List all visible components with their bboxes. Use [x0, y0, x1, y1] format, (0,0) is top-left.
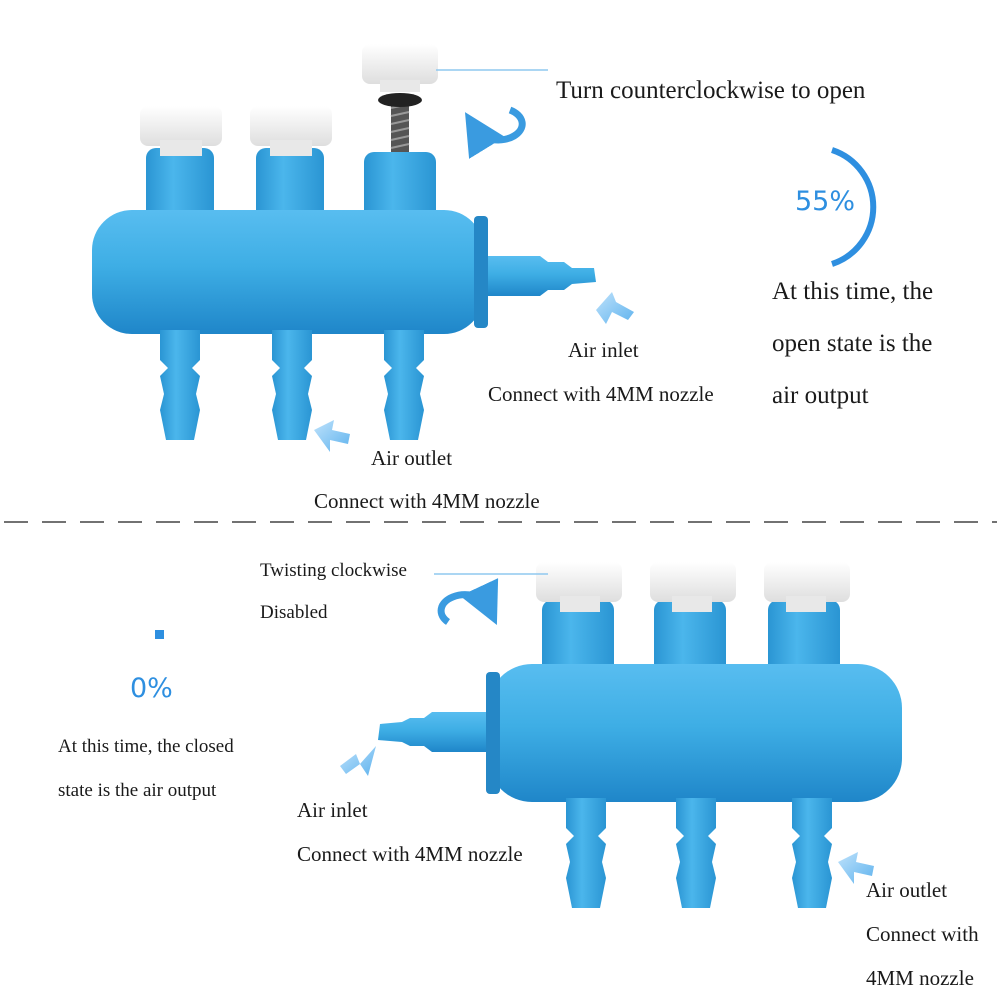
- pointer-arrow-icon: [596, 292, 634, 324]
- bottom-outlet-sub-line-2: 4MM nozzle: [866, 966, 974, 990]
- outlet-nozzle: [566, 798, 606, 908]
- knob: [362, 44, 438, 92]
- open-percent: 55%: [795, 186, 856, 217]
- closed-state-line-1: At this time, the closed: [58, 736, 234, 757]
- top-inlet-label: Air inlet: [568, 338, 639, 362]
- open-instruction: Turn counterclockwise to open: [556, 77, 866, 104]
- counterclockwise-arrow-icon: [464, 106, 526, 159]
- o-ring: [378, 93, 422, 107]
- valve-stem: [391, 95, 409, 157]
- inlet-nozzle: [378, 712, 486, 752]
- top-manifold: [92, 44, 596, 440]
- bottom-inlet-sub: Connect with 4MM nozzle: [297, 842, 523, 866]
- manifold-body: [488, 664, 902, 802]
- knob: [140, 106, 222, 156]
- top-outlet-label: Air outlet: [371, 446, 453, 470]
- outlet-nozzle: [160, 330, 200, 440]
- open-state-line-2: open state is the: [772, 330, 933, 357]
- knob: [650, 562, 736, 612]
- closed-instruction-sub: Disabled: [260, 602, 328, 623]
- closed-percent: 0%: [130, 673, 173, 704]
- pointer-arrow-icon: [340, 746, 376, 776]
- outlet-nozzle: [272, 330, 312, 440]
- closed-instruction: Twisting clockwise: [260, 560, 407, 581]
- outlet-nozzle: [676, 798, 716, 908]
- outlet-nozzle: [792, 798, 832, 908]
- zero-percent-marker: [155, 630, 164, 639]
- bottom-outlet-label: Air outlet: [866, 878, 948, 902]
- pointer-arrow-icon: [314, 420, 350, 452]
- bottom-manifold: [378, 562, 902, 908]
- open-state-line-3: air output: [772, 382, 869, 409]
- clockwise-arrow-icon: [437, 578, 499, 625]
- outlet-nozzle: [384, 330, 424, 440]
- bottom-inlet-label: Air inlet: [297, 798, 368, 822]
- closed-state-line-2: state is the air output: [58, 780, 217, 801]
- bottom-outlet-sub-line-1: Connect with: [866, 922, 979, 946]
- inlet-nozzle: [488, 256, 596, 296]
- open-state-line-1: At this time, the: [772, 278, 934, 305]
- open-percent-gauge: [831, 147, 877, 267]
- knob: [764, 562, 850, 612]
- pointer-arrow-icon: [838, 852, 874, 884]
- percent-arc: [831, 147, 877, 267]
- top-outlet-sub: Connect with 4MM nozzle: [314, 489, 540, 513]
- manifold-body: [92, 210, 484, 334]
- knob: [250, 106, 332, 156]
- knob: [536, 562, 622, 612]
- top-inlet-sub: Connect with 4MM nozzle: [488, 382, 714, 406]
